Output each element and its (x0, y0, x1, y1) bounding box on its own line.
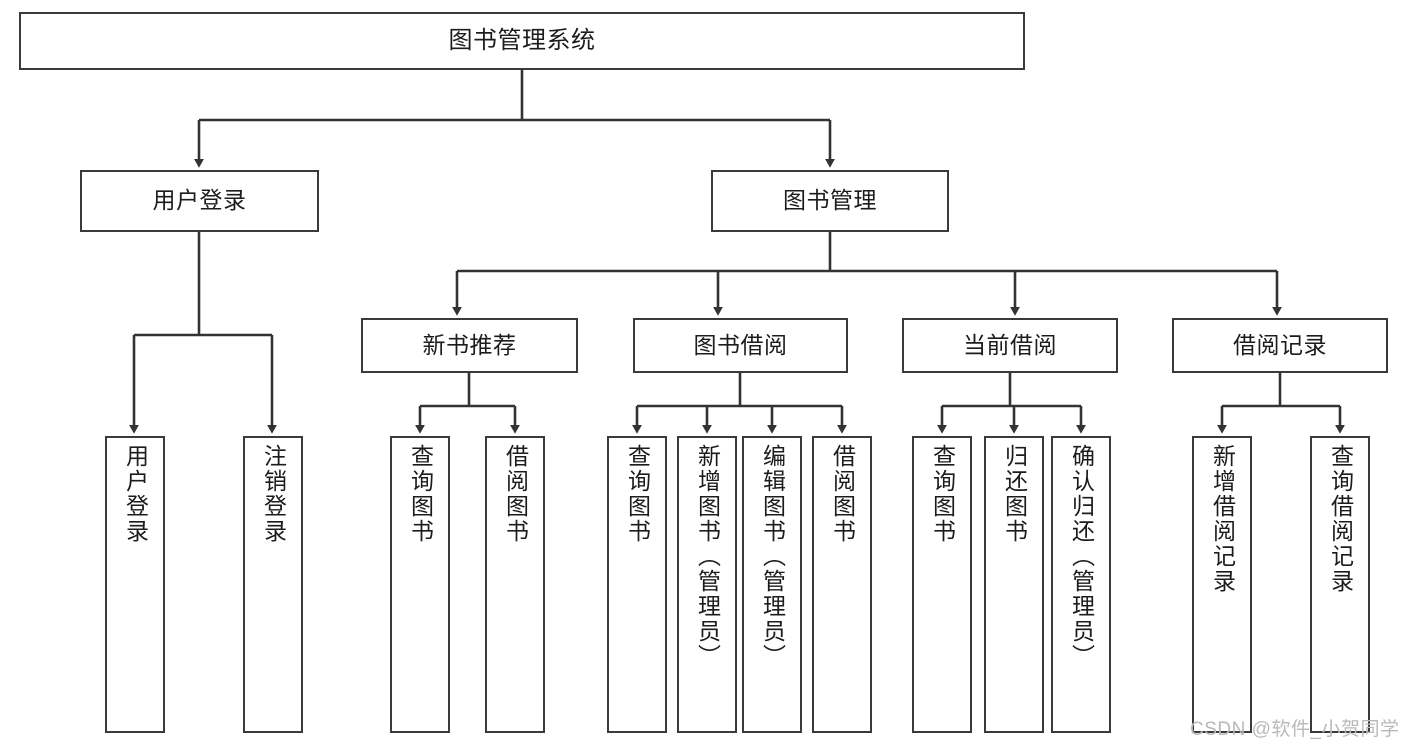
node-label: 新书推荐 (422, 331, 517, 358)
node-leaf-confirm-return-admin[interactable]: 确认归还（管理员） (1051, 436, 1111, 733)
node-level2-user-login[interactable]: 用户登录 (80, 170, 319, 232)
node-label: 用户登录 (152, 187, 247, 214)
node-label: 图书管理 (783, 187, 877, 214)
node-label: 借阅图书 (829, 444, 856, 544)
node-leaf-user-login[interactable]: 用户登录 (105, 436, 165, 733)
node-label: 用户登录 (122, 444, 149, 544)
node-label: 查询图书 (407, 444, 434, 544)
node-leaf-borrow-book[interactable]: 借阅图书 (812, 436, 872, 733)
node-level3-book-borrow[interactable]: 图书借阅 (633, 318, 848, 373)
node-leaf-query-book-new[interactable]: 查询图书 (390, 436, 450, 733)
node-leaf-borrow-book-new[interactable]: 借阅图书 (485, 436, 545, 733)
node-label: 新增图书（管理员） (694, 444, 721, 669)
node-label: 查询图书 (624, 444, 651, 544)
node-label: 查询图书 (929, 444, 956, 544)
node-leaf-logout[interactable]: 注销登录 (243, 436, 303, 733)
node-leaf-edit-book-admin[interactable]: 编辑图书（管理员） (742, 436, 802, 733)
node-leaf-query-book-borrow[interactable]: 查询图书 (607, 436, 667, 733)
node-label: 借阅图书 (502, 444, 529, 544)
node-level3-new-book-recommend[interactable]: 新书推荐 (361, 318, 578, 373)
node-level2-book-management[interactable]: 图书管理 (711, 170, 949, 232)
node-label: 图书借阅 (693, 331, 788, 358)
node-label: 归还图书 (1001, 444, 1028, 544)
node-root[interactable]: 图书管理系统 (19, 12, 1025, 70)
node-label: 当前借阅 (963, 331, 1057, 358)
node-label: 图书管理系统 (448, 26, 596, 54)
csdn-watermark: CSDN @软件_小贺同学 (1190, 719, 1400, 740)
node-leaf-query-borrow-record[interactable]: 查询借阅记录 (1310, 436, 1370, 733)
node-label: 新增借阅记录 (1209, 444, 1236, 594)
node-label: 注销登录 (260, 444, 287, 544)
node-label: 编辑图书（管理员） (759, 444, 786, 669)
node-leaf-return-book[interactable]: 归还图书 (984, 436, 1044, 733)
node-leaf-add-borrow-record[interactable]: 新增借阅记录 (1192, 436, 1252, 733)
node-level3-current-borrow[interactable]: 当前借阅 (902, 318, 1118, 373)
node-leaf-add-book-admin[interactable]: 新增图书（管理员） (677, 436, 737, 733)
node-label: 查询借阅记录 (1327, 444, 1354, 594)
node-leaf-query-book-current[interactable]: 查询图书 (912, 436, 972, 733)
node-label: 借阅记录 (1233, 331, 1327, 358)
node-label: 确认归还（管理员） (1068, 444, 1095, 669)
node-level3-borrow-record[interactable]: 借阅记录 (1172, 318, 1388, 373)
